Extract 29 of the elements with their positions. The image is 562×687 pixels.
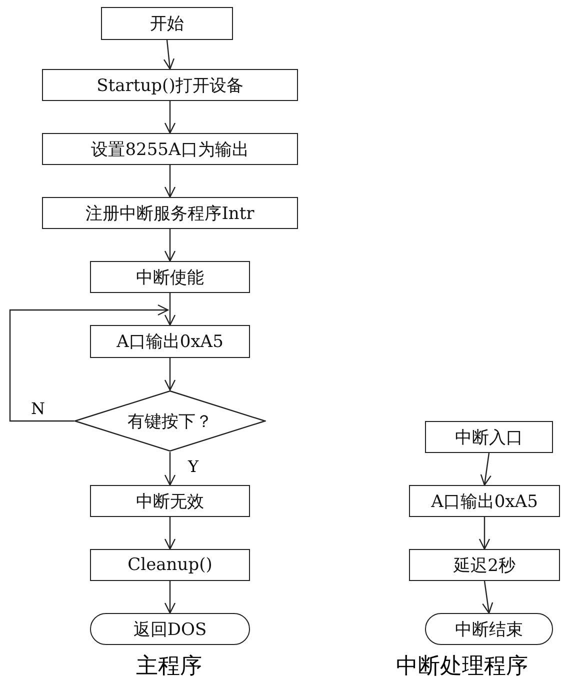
arrow [164, 165, 176, 198]
arrow [164, 517, 176, 550]
process-box: A口输出0xA5 [409, 485, 560, 517]
arrow [164, 101, 176, 134]
arrow [164, 452, 176, 486]
process-box: 开始 [101, 7, 233, 40]
arrow [163, 40, 175, 70]
terminal-box: 返回DOS [90, 613, 250, 645]
process-box: Startup()打开设备 [42, 69, 298, 101]
process-box: 注册中断服务程序Intr [42, 197, 298, 229]
process-box: 中断无效 [90, 485, 250, 517]
caption: 主程序 [136, 653, 202, 681]
process-box: 中断使能 [90, 261, 250, 293]
arrow [9, 304, 169, 422]
arrow [164, 581, 176, 614]
process-box: 设置8255A口为输出 [42, 133, 298, 165]
process-box: A口输出0xA5 [90, 325, 250, 358]
terminal-box: 中断结束 [425, 613, 553, 645]
process-box: 延迟2秒 [409, 549, 560, 581]
process-box: Cleanup() [90, 549, 250, 581]
arrow [482, 580, 494, 614]
caption: 中断处理程序 [396, 653, 528, 681]
arrow [164, 229, 176, 262]
arrow [478, 517, 490, 550]
arrow [480, 452, 492, 486]
decision-diamond: 有键按下？ [74, 390, 266, 452]
arrow [164, 358, 176, 391]
arrow [164, 293, 176, 326]
process-box: 中断入口 [425, 421, 553, 453]
